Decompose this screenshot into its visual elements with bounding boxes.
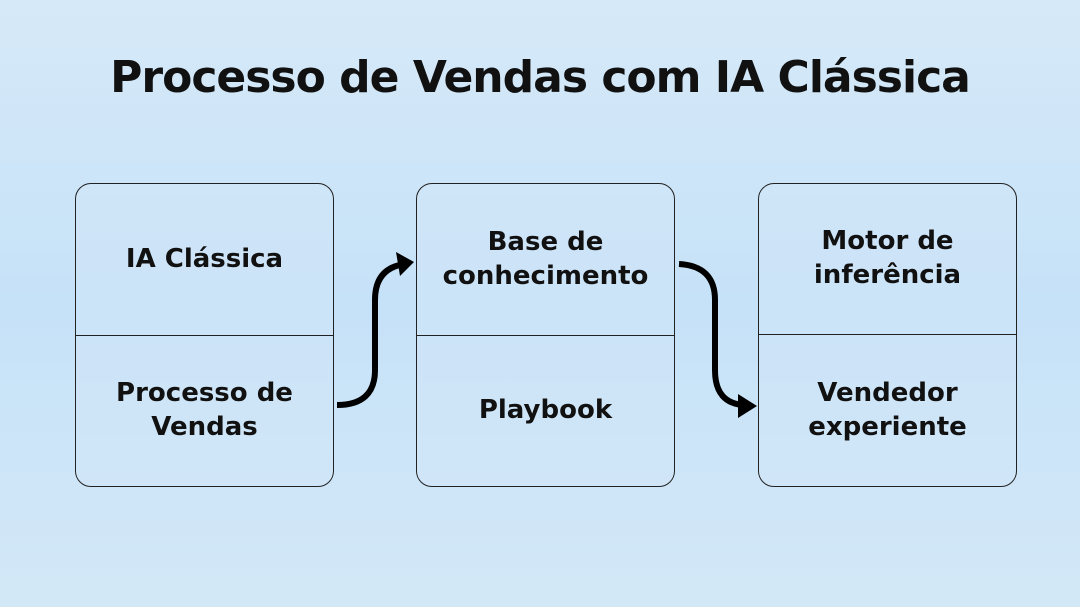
box-ia-classica: IA Clássica Processo de Vendas xyxy=(75,183,334,487)
arrow-2 xyxy=(678,261,746,408)
box-base-conhecimento: Base de conhecimento Playbook xyxy=(416,183,675,487)
box-bottom-label: Vendedor experiente xyxy=(808,377,967,442)
box-top-label: IA Clássica xyxy=(76,184,333,336)
page-title: Processo de Vendas com IA Clássica xyxy=(110,52,971,103)
box-bottom-label: Playbook xyxy=(478,394,613,425)
box-top-label: Motor de inferência xyxy=(759,184,1016,335)
box-bottom-label: Processo de Vendas xyxy=(116,377,293,442)
arrow-1-head xyxy=(396,252,414,276)
arrow-1 xyxy=(336,261,406,408)
box-motor-inferencia: Motor de inferência Vendedor experiente xyxy=(758,183,1017,487)
arrow-2-head xyxy=(738,394,757,418)
box-top-label: Base de conhecimento xyxy=(417,184,674,336)
